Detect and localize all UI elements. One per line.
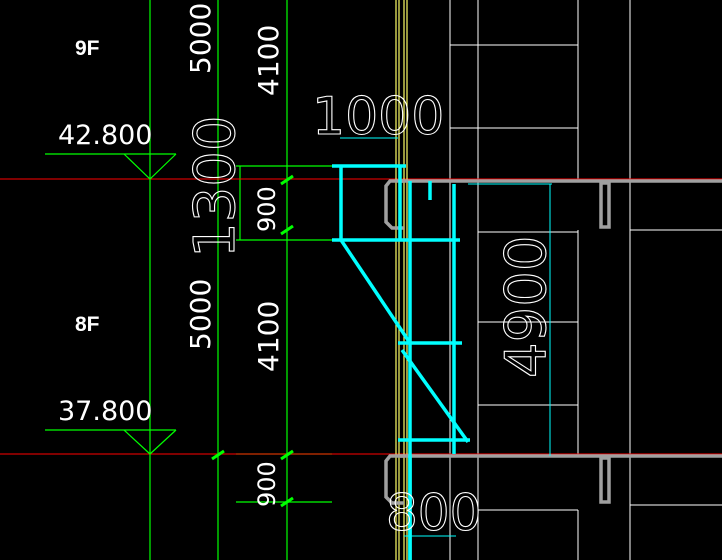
upper-guard-dim: 900 (253, 186, 281, 232)
scaffold-dimension-lines (340, 137, 552, 537)
elevation-value-8f: 37.800 (58, 396, 152, 427)
elevation-value-9f: 42.800 (58, 120, 152, 151)
elevation-marker-9f (45, 153, 177, 180)
floor-level-lines (0, 178, 722, 455)
bottom-width-dim: 800 (386, 484, 481, 542)
storey-height-8f: 5000 (184, 279, 217, 350)
floor-label-9f: 9F (75, 37, 100, 60)
top-width-dim: 1000 (312, 87, 444, 147)
lower-guard-dim: 900 (253, 461, 281, 507)
floor-label-8f: 8F (75, 313, 100, 336)
clear-height-8f: 4100 (252, 301, 285, 372)
elevation-marker-8f (45, 429, 177, 455)
clear-height-9f: 4100 (252, 25, 285, 96)
building-facade (449, 0, 722, 560)
storey-height-9f: 5000 (184, 3, 217, 74)
bracket-height-dim: 1300 (183, 115, 248, 258)
concrete-column (395, 0, 408, 560)
cantilever-scaffold (332, 164, 470, 560)
dimension-ticks (211, 174, 294, 508)
brace-height-dim: 4900 (494, 235, 559, 378)
floor-slabs (384, 179, 722, 505)
